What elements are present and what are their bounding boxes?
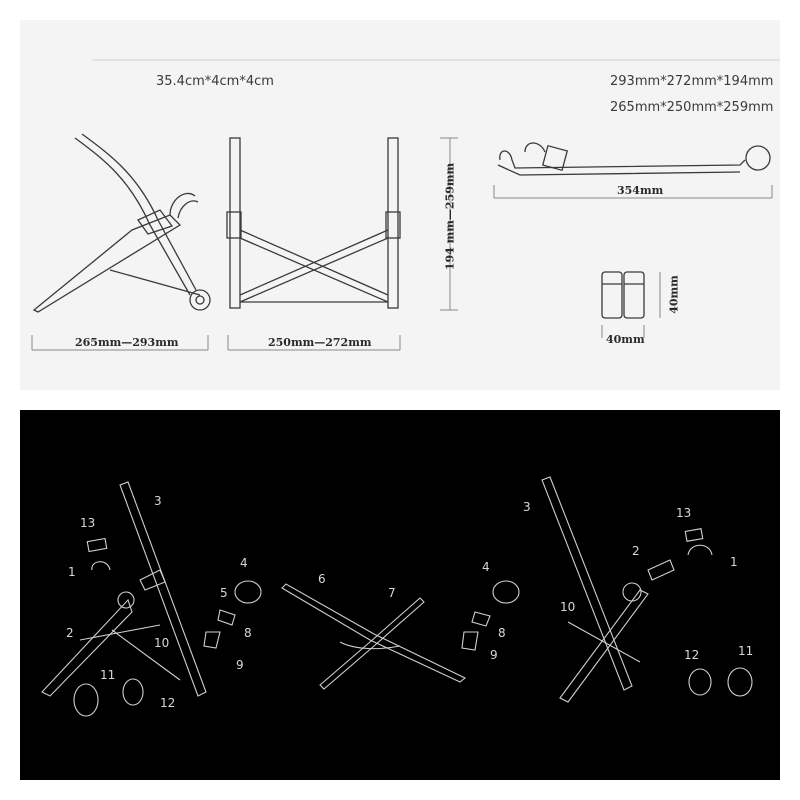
side-view-drawing [32, 133, 211, 313]
part-number-label: 4 [482, 560, 490, 574]
part-number-label: 10 [560, 600, 576, 614]
folded-view-drawing [497, 142, 771, 176]
open-size-label-2: 265mm*250mm*259mm [610, 100, 774, 115]
side-dim-label: 265mm—293mm [75, 336, 179, 349]
part-number-label: 1 [730, 555, 738, 569]
folded-height-label: 40mm [667, 275, 681, 314]
part-number-label: 1 [68, 565, 76, 579]
part-number-label: 12 [160, 696, 176, 710]
part-number-label: 3 [523, 500, 531, 514]
folded-width-label: 40mm [606, 333, 645, 346]
folded-length-label: 354mm [617, 184, 664, 197]
part-number-label: 2 [632, 544, 640, 558]
dimensions-panel: 35.4cm*4cm*4cm 293mm*272mm*194mm 265mm*2… [20, 20, 780, 390]
open-size-label-1: 293mm*272mm*194mm [610, 74, 774, 89]
middle-assembly-drawing [203, 580, 520, 690]
folded-section-drawing [601, 271, 645, 319]
part-number-label: 13 [676, 506, 692, 520]
part-number-label: 13 [80, 516, 96, 530]
front-dim-label: 250mm—272mm [268, 336, 372, 349]
part-number-label: 11 [738, 644, 754, 658]
part-number-label: 8 [498, 626, 506, 640]
exploded-drawings [41, 476, 753, 717]
part-number-label: 6 [318, 572, 326, 586]
part-number-label: 2 [66, 626, 74, 640]
part-number-label: 4 [240, 556, 248, 570]
part-number-label: 5 [220, 586, 228, 600]
part-number-label: 9 [236, 658, 244, 672]
part-number-label: 11 [100, 668, 116, 682]
part-number-label: 3 [154, 494, 162, 508]
height-dim-label: 194 mm—259mm [443, 162, 457, 271]
folded-size-label: 35.4cm*4cm*4cm [156, 74, 274, 89]
left-assembly-drawing [41, 481, 207, 717]
part-number-label: 7 [388, 586, 396, 600]
dimension-drawings [31, 59, 780, 351]
part-number-label: 10 [154, 636, 170, 650]
right-assembly-drawing [541, 476, 753, 703]
part-number-label: 9 [490, 648, 498, 662]
part-number-label: 12 [684, 648, 700, 662]
exploded-view-panel: 1 2 3 10 11 12 13 4 5 6 7 8 9 4 8 9 1 2 … [20, 410, 780, 780]
front-view-drawing [226, 137, 401, 309]
part-number-label: 8 [244, 626, 252, 640]
